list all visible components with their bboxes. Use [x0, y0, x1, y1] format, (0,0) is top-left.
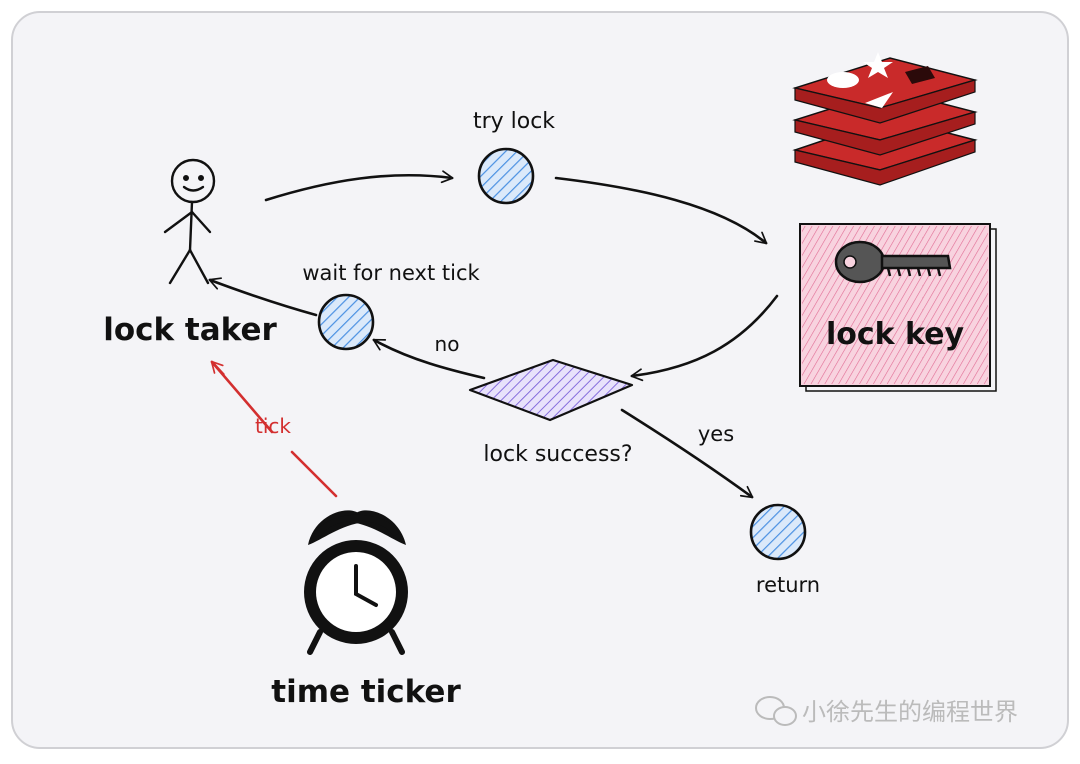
watermark-text: 小徐先生的编程世界: [802, 698, 1018, 726]
alarm-clock-icon: [304, 510, 408, 655]
wechat-icon: [755, 696, 797, 726]
time-ticker-label: time ticker: [271, 674, 461, 710]
stick-figure-icon: [163, 158, 216, 285]
lock-success-diamond: [468, 358, 634, 422]
lock-success-label: lock success?: [483, 442, 632, 467]
lock-key-label: lock key: [826, 317, 965, 352]
key-icon: [834, 240, 952, 284]
arrow-wait-to-taker: [208, 277, 318, 317]
no-label: no: [435, 332, 460, 356]
arrow-lock-key-to-decision: [630, 294, 779, 382]
tick-arrow-head: [210, 360, 225, 376]
lock-taker-label: lock taker: [103, 312, 277, 348]
arrow-decision-to-wait: [372, 338, 486, 380]
try-lock-label: try lock: [473, 109, 555, 134]
yes-label: yes: [698, 422, 734, 446]
arrow-decision-to-return: [620, 408, 754, 499]
lock-key-box: [799, 223, 997, 392]
arrow-taker-to-try-lock: [264, 170, 454, 202]
wait-node: [317, 293, 375, 351]
tick-label: tick: [255, 414, 291, 438]
return-label: return: [756, 573, 820, 597]
return-node: [749, 503, 807, 561]
try-lock-node: [477, 147, 535, 205]
redis-logo-icon: [792, 52, 978, 186]
wait-for-next-tick-label: wait for next tick: [302, 261, 480, 285]
arrow-try-lock-to-lock-key: [554, 176, 768, 245]
